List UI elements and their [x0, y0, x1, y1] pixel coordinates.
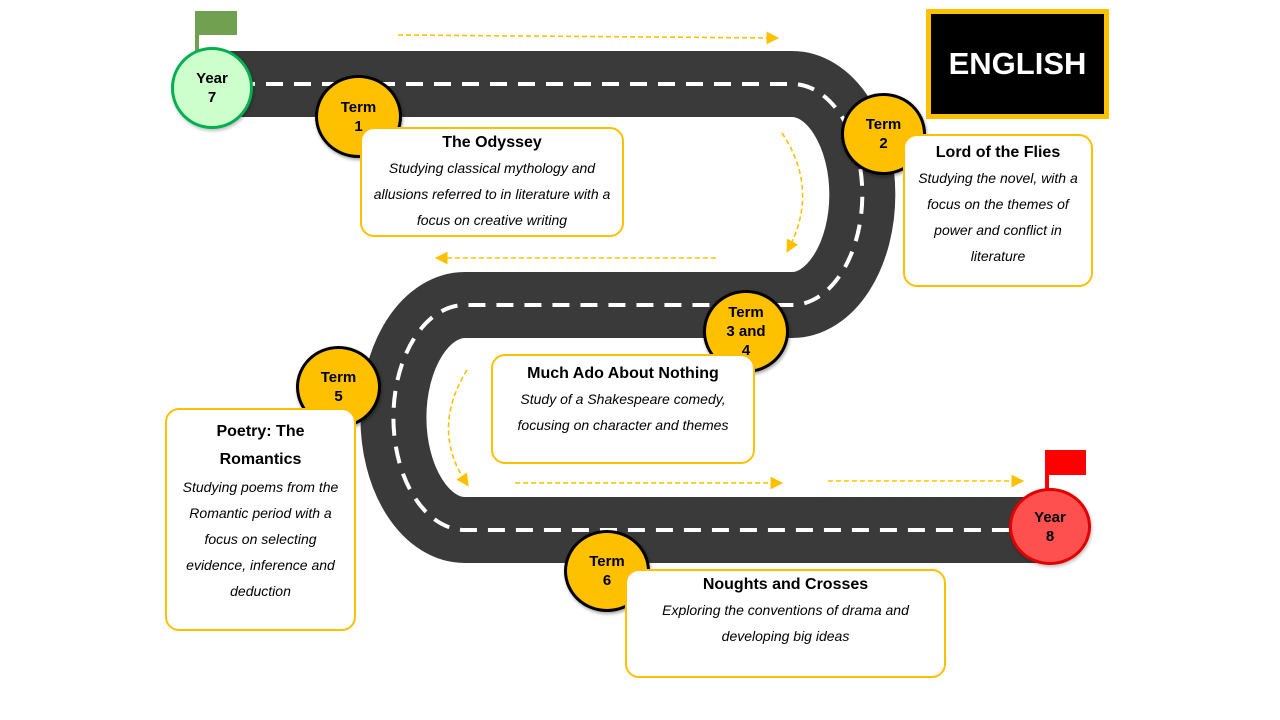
term-3-4-title: Much Ado About Nothing — [527, 365, 719, 382]
direction-arrow-4 — [447, 369, 469, 487]
year-8-number: 8 — [1045, 527, 1055, 545]
term-6-description: Exploring the conventions of drama and d… — [662, 602, 909, 644]
year-7-milestone: Year 7 — [171, 47, 253, 129]
green-flag-icon — [195, 11, 237, 51]
year-7-number: 7 — [207, 89, 217, 106]
term-1-description: Studying classical mythology and allusio… — [373, 160, 611, 228]
direction-arrow-2 — [781, 132, 804, 253]
subject-title: ENGLISH — [948, 46, 1087, 81]
term-6-title: Noughts and Crosses — [702, 576, 869, 593]
term-5-description: Studying poems from the Romantic period … — [182, 479, 339, 599]
year-7-label: Year — [196, 70, 228, 87]
term-1-title: The Odyssey — [442, 134, 542, 151]
term-6-label: Term 6 — [589, 553, 625, 589]
term-2-title: Lord of the Flies — [935, 144, 1061, 161]
term-1-label: Term 1 — [340, 98, 377, 135]
term-2-description: Studying the novel, with a focus on the … — [918, 170, 1078, 264]
term-2-label: Term 2 — [865, 116, 902, 152]
term-3-4-card: Much Ado About Nothing Study of a Shakes… — [491, 354, 755, 464]
term-2-card: Lord of the Flies Studying the novel, wi… — [903, 134, 1093, 287]
red-flag-icon — [1045, 450, 1086, 494]
term-1-card: The Odyssey Studying classical mythology… — [360, 127, 624, 237]
road-center-line — [210, 82, 1048, 532]
term-3-4-description: Study of a Shakespeare comedy, focusing … — [517, 391, 729, 433]
term-6-card: Noughts and Crosses Exploring the conven… — [625, 569, 946, 678]
term-5-label: Term 5 — [320, 369, 357, 405]
direction-arrow-1 — [397, 31, 780, 45]
year-8-label: Year — [1034, 508, 1066, 526]
term-5-card: Poetry: The Romantics Studying poems fro… — [165, 408, 356, 631]
subject-sign: ENGLISH — [926, 9, 1109, 119]
year-8-milestone: Year 8 — [1009, 488, 1091, 565]
term-3-4-label: Term 3 and 4 — [726, 304, 766, 359]
term-5-title: Poetry: The Romantics — [216, 423, 305, 468]
